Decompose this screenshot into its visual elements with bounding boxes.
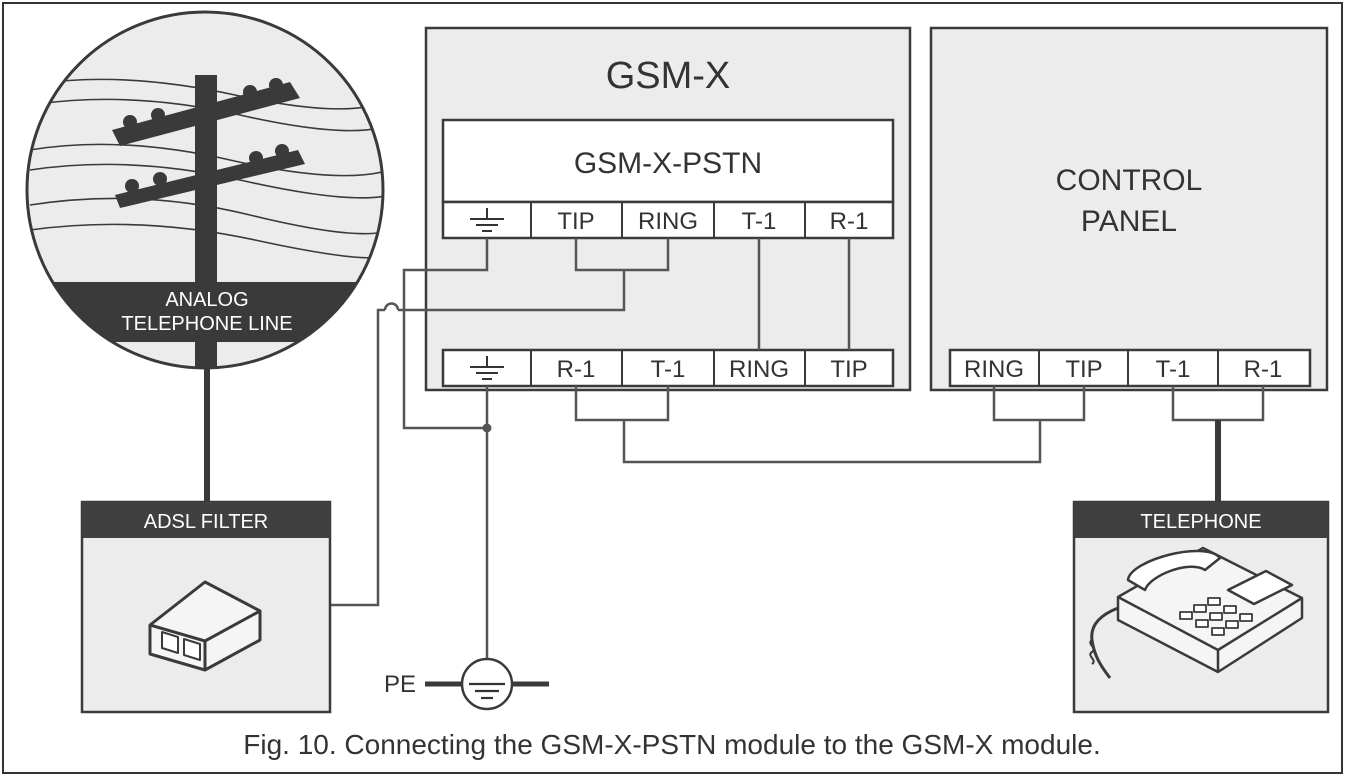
figure-caption: Fig. 10. Connecting the GSM-X-PSTN modul… bbox=[243, 729, 1100, 760]
cp-terminal-r1: R-1 bbox=[1244, 356, 1283, 383]
ground-junction bbox=[482, 423, 492, 433]
control-panel-box bbox=[929, 26, 1329, 392]
gsm-terminal-r1: R-1 bbox=[557, 356, 596, 383]
gsm-x-pstn-module: GSM-X-PSTN TIP RING T-1 R-1 bbox=[441, 118, 895, 240]
adsl-filter-icon bbox=[148, 580, 262, 672]
ground-symbol-icon bbox=[470, 356, 504, 380]
gsm-terminal-tip: TIP bbox=[830, 356, 867, 383]
gsm-terminal-ring: RING bbox=[729, 356, 789, 383]
wiring bbox=[204, 238, 1265, 668]
adsl-filter-header bbox=[82, 502, 330, 538]
pstn-terminal-t1: T-1 bbox=[742, 208, 777, 235]
control-panel-terminal-strip bbox=[948, 348, 1312, 388]
pstn-terminal-tip: TIP bbox=[557, 208, 594, 235]
telephone-header bbox=[1074, 502, 1328, 538]
line-label-1: ANALOG bbox=[165, 289, 248, 311]
pstn-terminal-r1: R-1 bbox=[830, 208, 869, 235]
adsl-filter-label: ADSL FILTER bbox=[144, 511, 268, 533]
pstn-title-box bbox=[441, 118, 895, 204]
wire-pstn-ground bbox=[402, 238, 489, 430]
pstn-terminal-ring: RING bbox=[638, 208, 698, 235]
protective-earth: PE bbox=[384, 657, 549, 711]
wire-crossover bbox=[383, 302, 400, 311]
control-panel-title-line1: CONTROL bbox=[1056, 164, 1203, 197]
pstn-title: GSM-X-PSTN bbox=[574, 147, 762, 180]
analog-telephone-line: ANALOG TELEPHONE LINE bbox=[25, 10, 385, 370]
wire-line-pair bbox=[330, 238, 670, 607]
ground-symbol-icon bbox=[470, 208, 504, 232]
cp-terminal-ring: RING bbox=[964, 356, 1024, 383]
cp-terminal-t1: T-1 bbox=[1156, 356, 1191, 383]
telephone-icon bbox=[1089, 546, 1304, 679]
gsm-x-module: GSM-X GSM-X-PSTN TIP RING T-1 R-1 bbox=[424, 26, 912, 392]
gsm-x-title: GSM-X bbox=[606, 55, 731, 97]
gsm-terminal-t1: T-1 bbox=[651, 356, 686, 383]
pe-label: PE bbox=[384, 671, 416, 698]
pstn-terminal-strip bbox=[441, 200, 895, 240]
telephone: TELEPHONE bbox=[1072, 500, 1330, 714]
line-label-2: TELEPHONE LINE bbox=[121, 313, 292, 335]
control-panel: CONTROL PANEL RING TIP T-1 R-1 bbox=[929, 26, 1329, 392]
telephone-label: TELEPHONE bbox=[1140, 511, 1261, 533]
cp-terminal-tip: TIP bbox=[1065, 356, 1102, 383]
adsl-filter: ADSL FILTER bbox=[80, 500, 332, 714]
control-panel-title-line2: PANEL bbox=[1081, 205, 1177, 238]
wire-gsm-to-panel bbox=[574, 386, 1086, 464]
